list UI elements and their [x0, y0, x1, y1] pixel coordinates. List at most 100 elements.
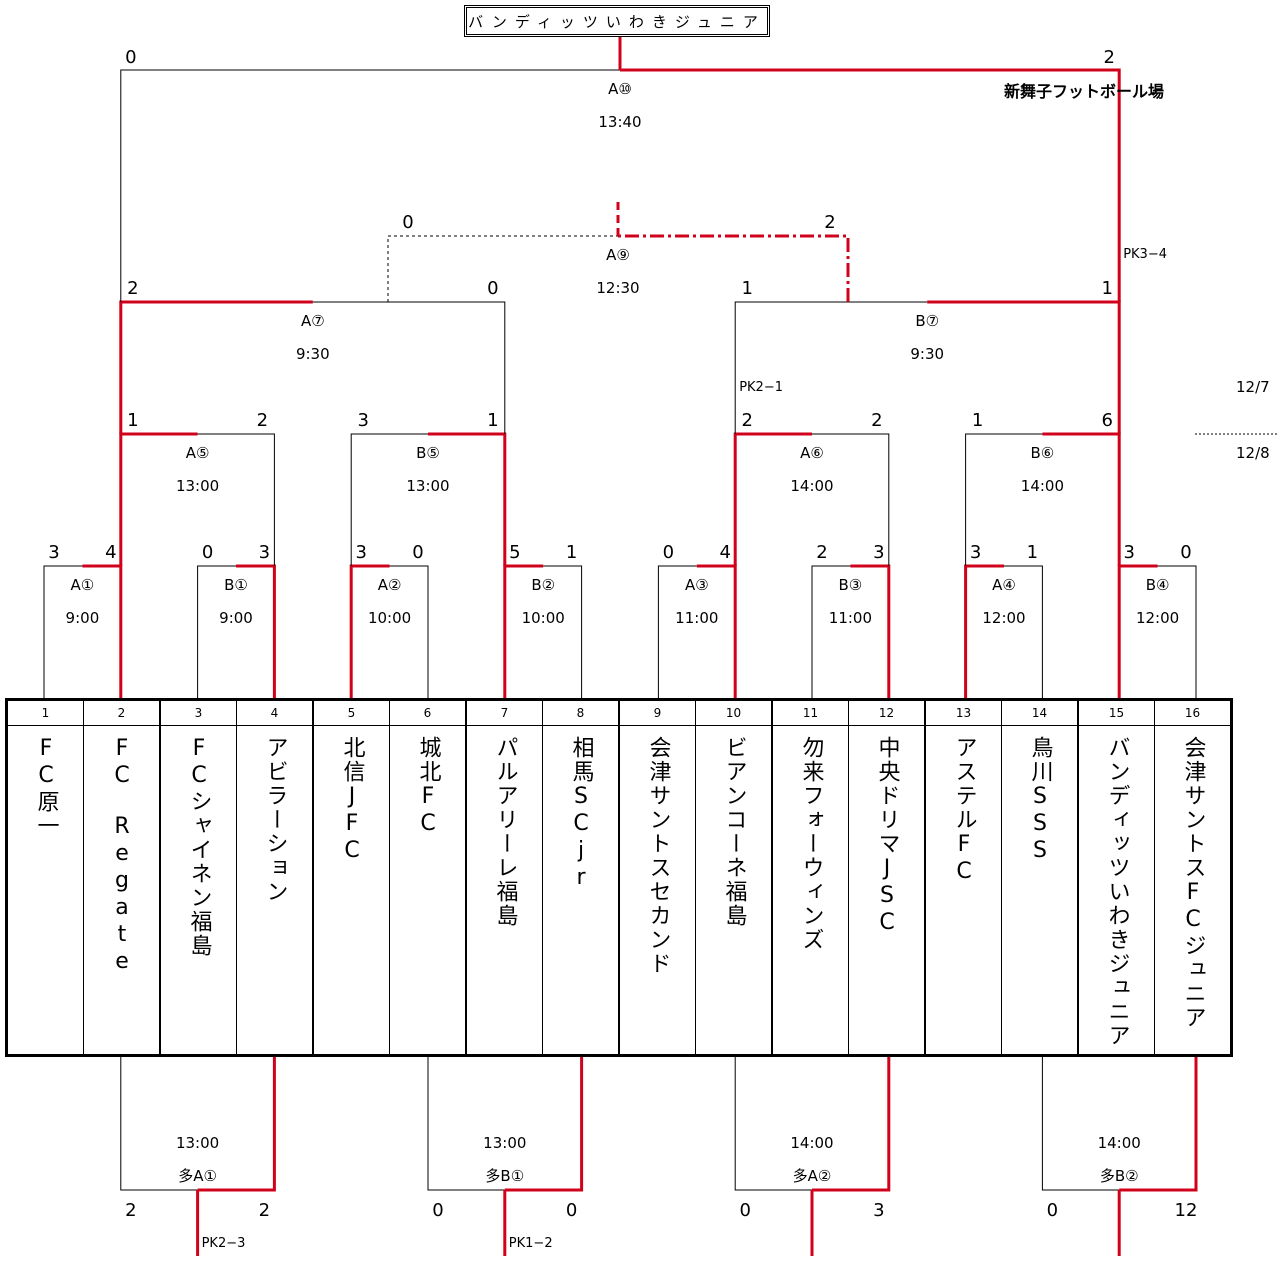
match-id: 多A①: [178, 1167, 217, 1185]
winner-path-line: [504, 1057, 584, 1192]
bracket-line: [1041, 1057, 1120, 1191]
match-id: A⑥: [800, 444, 824, 462]
match-id: A④: [992, 576, 1016, 594]
bracket-line: [197, 433, 275, 566]
match-time: 9:30: [296, 345, 330, 363]
match-time: 9:00: [219, 609, 253, 627]
match-time: 14:00: [1098, 1134, 1141, 1152]
match-score: 1: [1027, 542, 1038, 563]
bracket-line: [427, 1057, 505, 1191]
match-score: 4: [719, 542, 730, 563]
team-name: 鳥川SSS: [1027, 736, 1053, 865]
match-time: 14:00: [790, 1134, 833, 1152]
match-time: 11:00: [829, 609, 872, 627]
match-id: A⑦: [301, 312, 325, 330]
team-number: 13: [926, 701, 1001, 726]
pk-score: PK3−4: [1123, 247, 1167, 262]
match-score: 0: [125, 47, 136, 68]
bracket-line: [734, 1057, 812, 1191]
match-score: 3: [970, 542, 981, 563]
match-score: 0: [487, 278, 498, 299]
winner-path-line: [812, 1057, 891, 1192]
team-number: 9: [620, 701, 695, 726]
match-time: 13:00: [483, 1134, 526, 1152]
team-name: 中央ドリマJSC: [874, 736, 900, 937]
match-id: B④: [1146, 576, 1170, 594]
winner-path-line: [1119, 1057, 1198, 1192]
match-score: 2: [125, 1200, 136, 1221]
team-number: 16: [1155, 701, 1230, 726]
match-score: 12: [1175, 1200, 1198, 1221]
team-name: 相馬SCjr: [568, 736, 594, 892]
match-id: B①: [224, 576, 248, 594]
team-number: 1: [8, 701, 83, 726]
match-time: 13:40: [598, 113, 641, 131]
match-time: 11:00: [675, 609, 718, 627]
match-score: 3: [1123, 542, 1134, 563]
winner-path-line: [927, 300, 1121, 434]
team-name: FC Regate: [109, 736, 135, 976]
match-score: 1: [1101, 278, 1112, 299]
champion-box: バンディッツいわきジュニア: [464, 5, 770, 37]
match-time: 13:00: [176, 477, 219, 495]
match-score: 0: [566, 1200, 577, 1221]
team-number: 8: [543, 701, 618, 726]
team-number: 2: [84, 701, 159, 726]
team-name: FCシャイネン福島: [186, 736, 212, 958]
team-name: アステルFC: [951, 736, 977, 886]
match-id: 多B①: [485, 1167, 524, 1185]
team-name: バンディッツいわきジュニア: [1104, 736, 1130, 1048]
match-time: 14:00: [790, 477, 833, 495]
team-number: 5: [314, 701, 389, 726]
match-id: B②: [531, 576, 555, 594]
match-time: 12:00: [982, 609, 1025, 627]
match-score: 3: [873, 542, 884, 563]
match-id: A⑨: [606, 246, 630, 264]
match-id: B⑥: [1031, 444, 1055, 462]
bracket-line: [312, 301, 506, 434]
match-score: 0: [663, 542, 674, 563]
team-name: アビラーション: [262, 736, 288, 904]
date-label-day2: 12/8: [1236, 444, 1270, 462]
match-score: 1: [972, 410, 983, 431]
match-score: 0: [412, 542, 423, 563]
pk-score: PK2−3: [202, 1236, 246, 1251]
date-label-day1: 12/7: [1236, 378, 1270, 396]
match-score: 1: [741, 278, 752, 299]
team-column: 8 相馬SCjr: [542, 701, 618, 1054]
match-id: B⑤: [416, 444, 440, 462]
team-name: 会津サントスFCジュニア: [1180, 736, 1206, 1030]
winner-path-line: [618, 234, 850, 302]
team-column: 13 アステルFC: [924, 701, 1001, 1054]
team-name: FC原一: [33, 736, 59, 838]
match-score: 1: [127, 410, 138, 431]
match-id: 多A②: [793, 1167, 832, 1185]
match-time: 12:30: [596, 279, 639, 297]
match-score: 2: [257, 410, 268, 431]
match-score: 3: [355, 542, 366, 563]
match-score: 0: [1047, 1200, 1058, 1221]
match-score: 2: [1103, 47, 1114, 68]
bracket-line: [1004, 565, 1043, 698]
pk-score: PK1−2: [509, 1236, 553, 1251]
bracket-line: [543, 565, 583, 698]
match-time: 13:00: [176, 1134, 219, 1152]
team-number: 7: [467, 701, 542, 726]
venue-label: 新舞子フットボール場: [1004, 82, 1165, 101]
match-score: 1: [566, 542, 577, 563]
team-name: 勿来フォーウィンズ: [798, 736, 824, 952]
team-number: 3: [161, 701, 236, 726]
match-score: 2: [127, 278, 138, 299]
